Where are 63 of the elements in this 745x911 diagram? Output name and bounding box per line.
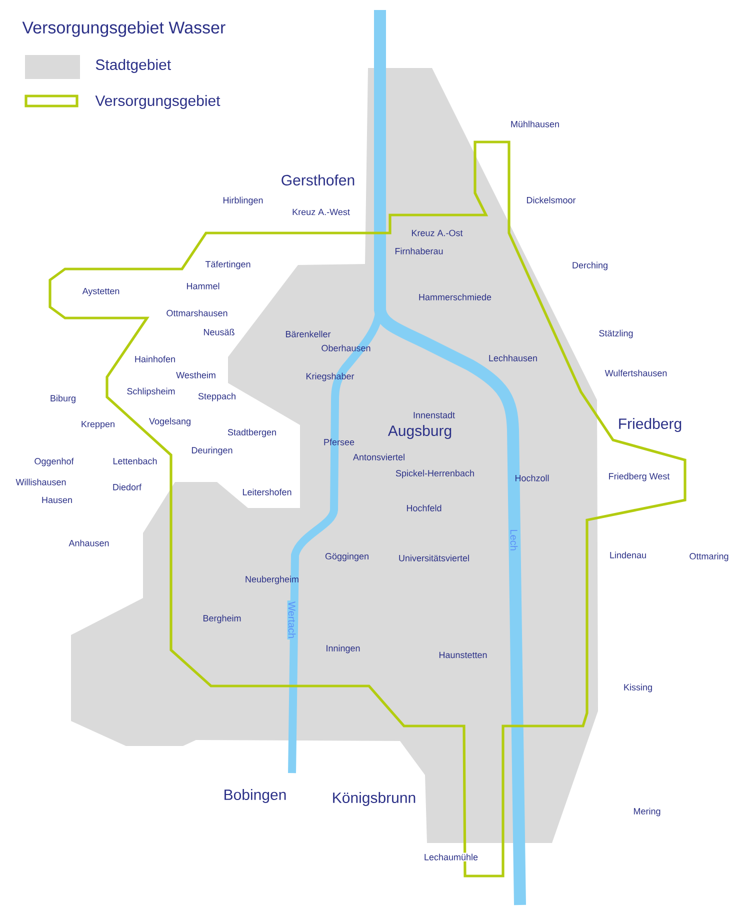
place-label: Kreppen [82, 420, 114, 430]
river-label: Lech [510, 530, 518, 550]
place-label: Kriegshaber [306, 372, 354, 382]
place-label: Firnhaberau [395, 248, 443, 254]
place-label: Täfertingen [205, 260, 250, 270]
legend-label: Versorgungsgebiet [95, 95, 220, 109]
place-label: Derching [572, 262, 608, 270]
place-label: Oberhausen [322, 344, 370, 352]
place-label: Stätzling [599, 330, 633, 338]
place-label: Willishausen [16, 478, 66, 486]
town-label: Königsbrunn [333, 792, 416, 806]
town-label: Augsburg [388, 425, 452, 439]
place-label: Kreuz A.-Ost [412, 230, 463, 236]
legend-label: Stadtgebiet [96, 59, 171, 73]
place-label: Bergheim [203, 614, 241, 624]
place-label: Ottmaring [690, 552, 728, 562]
place-label: Anhausen [68, 540, 109, 546]
place-label: Haunstetten [439, 652, 487, 658]
place-label: Wulfertshausen [604, 370, 667, 376]
place-label: Spickel-Herrenbach [396, 470, 474, 478]
map-title: Versorgungsgebiet Wasser [22, 21, 226, 37]
town-label: Friedberg [619, 418, 682, 432]
place-label: Lindenau [610, 552, 646, 558]
place-label: Lechaumühle [424, 854, 478, 860]
place-label: Lechhausen [489, 354, 537, 362]
place-label: Schlipsheim [127, 388, 175, 396]
place-label: Göggingen [325, 552, 368, 562]
place-label: Mühlhausen [511, 120, 559, 128]
place-label: Neusäß [204, 328, 234, 336]
place-label: Bärenkeller [286, 330, 331, 338]
river-label: Wertach [288, 602, 296, 638]
place-label: Biburg [50, 394, 76, 404]
place-label: Steppach [198, 392, 236, 402]
place-label: Pfersee [324, 438, 354, 446]
place-label: Kreuz A.-West [292, 208, 350, 216]
place-label: Hammel [186, 282, 220, 290]
place-label: Antonsviertel [353, 454, 404, 460]
place-label: Mering [634, 808, 660, 816]
place-label: Universitätsviertel [399, 554, 469, 562]
place-label: Hammerschmiede [419, 294, 492, 300]
place-label: Deuringen [192, 446, 232, 456]
town-label: Gersthofen [282, 174, 354, 186]
place-label: Oggenhof [34, 458, 74, 466]
place-label: Diedorf [113, 484, 142, 490]
place-label: Neubergheim [246, 576, 298, 584]
place-label: Hochfeld [406, 504, 442, 512]
place-label: Innenstadt [414, 412, 455, 418]
place-label: Inningen [326, 644, 360, 654]
place-label: Aystetten [82, 288, 120, 296]
place-label: Dickelsmoor [526, 196, 576, 204]
place-label: Westheim [176, 372, 216, 378]
place-label: Hirblingen [223, 196, 263, 206]
place-label: Lettenbach [113, 458, 157, 464]
place-label: Leitershofen [242, 488, 292, 496]
place-label: Hochzoll [515, 474, 549, 482]
place-label: Friedberg West [609, 472, 670, 482]
place-label: Kissing [624, 684, 652, 692]
place-label: Hainhofen [135, 356, 175, 362]
place-label: Vogelsang [149, 418, 190, 426]
place-label: Hausen [42, 496, 72, 504]
place-label: Stadtbergen [228, 428, 276, 438]
town-label: Bobingen [224, 789, 286, 803]
place-label: Ottmarshausen [166, 310, 228, 316]
